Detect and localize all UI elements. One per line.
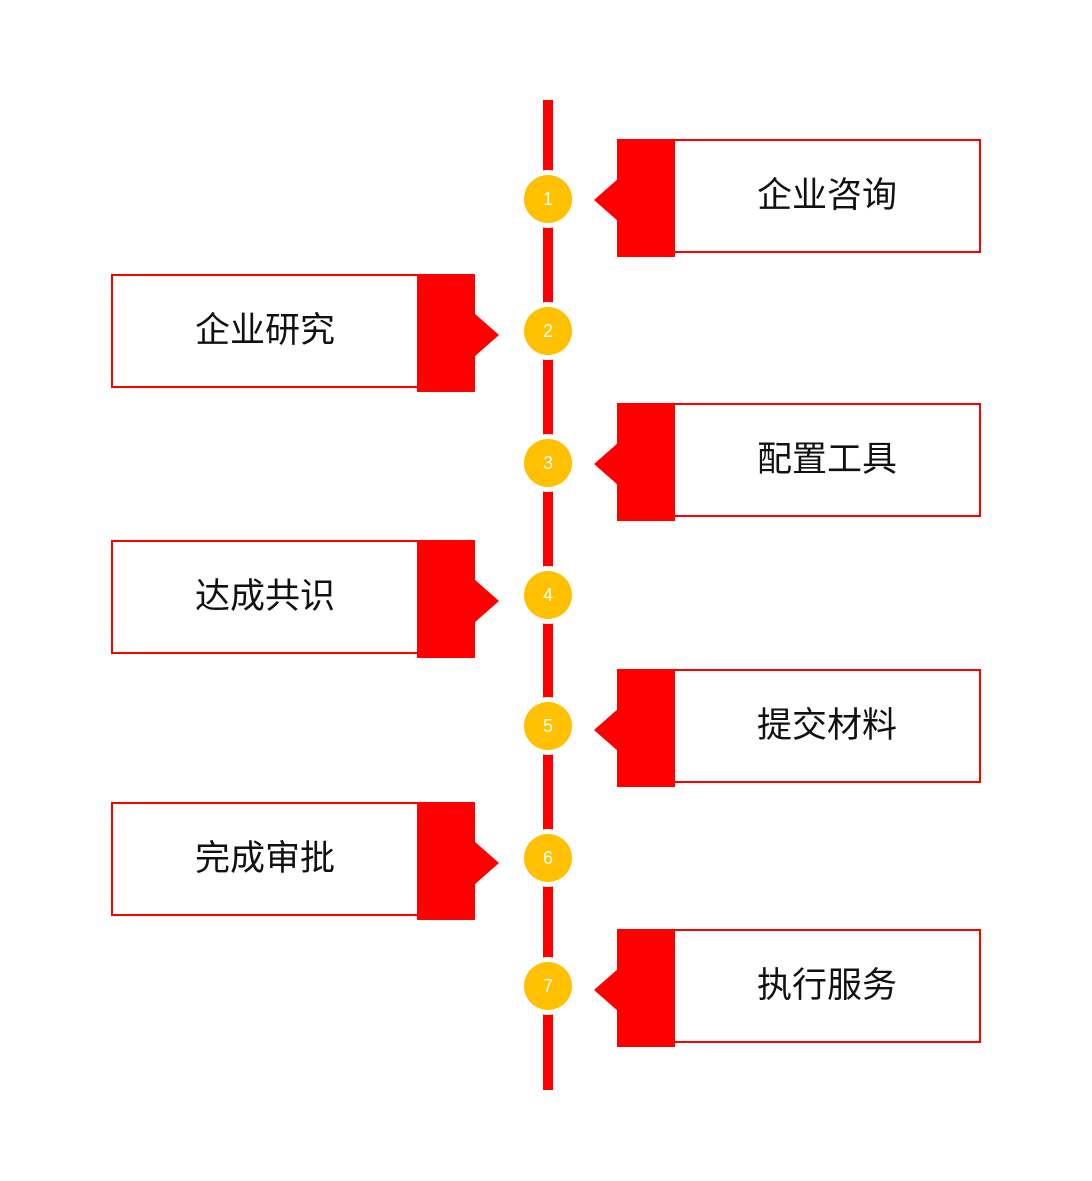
step-6-number-badge: 6 bbox=[524, 834, 572, 882]
step-6-card-tab bbox=[417, 802, 475, 920]
step-4-card: 达成共识 bbox=[111, 540, 499, 658]
step-6-label: 完成审批 bbox=[194, 839, 335, 879]
step-4-pointer-arrow bbox=[474, 579, 499, 623]
step-3-number-badge: 3 bbox=[524, 439, 572, 487]
step-1-pointer-arrow bbox=[594, 178, 619, 222]
step-3-card: 配置工具 bbox=[594, 403, 981, 521]
step-7-pointer-arrow bbox=[594, 968, 619, 1012]
step-3-pointer-arrow bbox=[594, 442, 619, 486]
step-3-card-tab bbox=[617, 403, 675, 521]
step-4-card-tab bbox=[417, 540, 475, 658]
step-5-label: 提交材料 bbox=[756, 706, 897, 746]
step-7-card-tab bbox=[617, 929, 675, 1047]
step-6-card: 完成审批 bbox=[111, 802, 499, 920]
step-3-label: 配置工具 bbox=[756, 440, 897, 480]
step-1-card-tab bbox=[617, 139, 675, 257]
step-1-label: 企业咨询 bbox=[756, 176, 897, 216]
step-6-pointer-arrow bbox=[474, 841, 499, 885]
step-5-number-badge: 5 bbox=[524, 702, 572, 750]
step-1-number-badge: 1 bbox=[524, 175, 572, 223]
step-2-label: 企业研究 bbox=[194, 311, 335, 351]
step-7-card: 执行服务 bbox=[594, 929, 981, 1047]
step-2-pointer-arrow bbox=[474, 313, 499, 357]
step-4-number-badge: 4 bbox=[524, 571, 572, 619]
step-2-card-tab bbox=[417, 274, 475, 392]
step-7-number-badge: 7 bbox=[524, 962, 572, 1010]
step-1-card: 企业咨询 bbox=[594, 139, 981, 257]
step-4-label: 达成共识 bbox=[194, 577, 335, 617]
step-2-card: 企业研究 bbox=[111, 274, 499, 392]
step-5-pointer-arrow bbox=[594, 708, 619, 752]
step-5-card: 提交材料 bbox=[594, 669, 981, 787]
step-7-label: 执行服务 bbox=[756, 966, 897, 1006]
step-2-number-badge: 2 bbox=[524, 307, 572, 355]
step-5-card-tab bbox=[617, 669, 675, 787]
